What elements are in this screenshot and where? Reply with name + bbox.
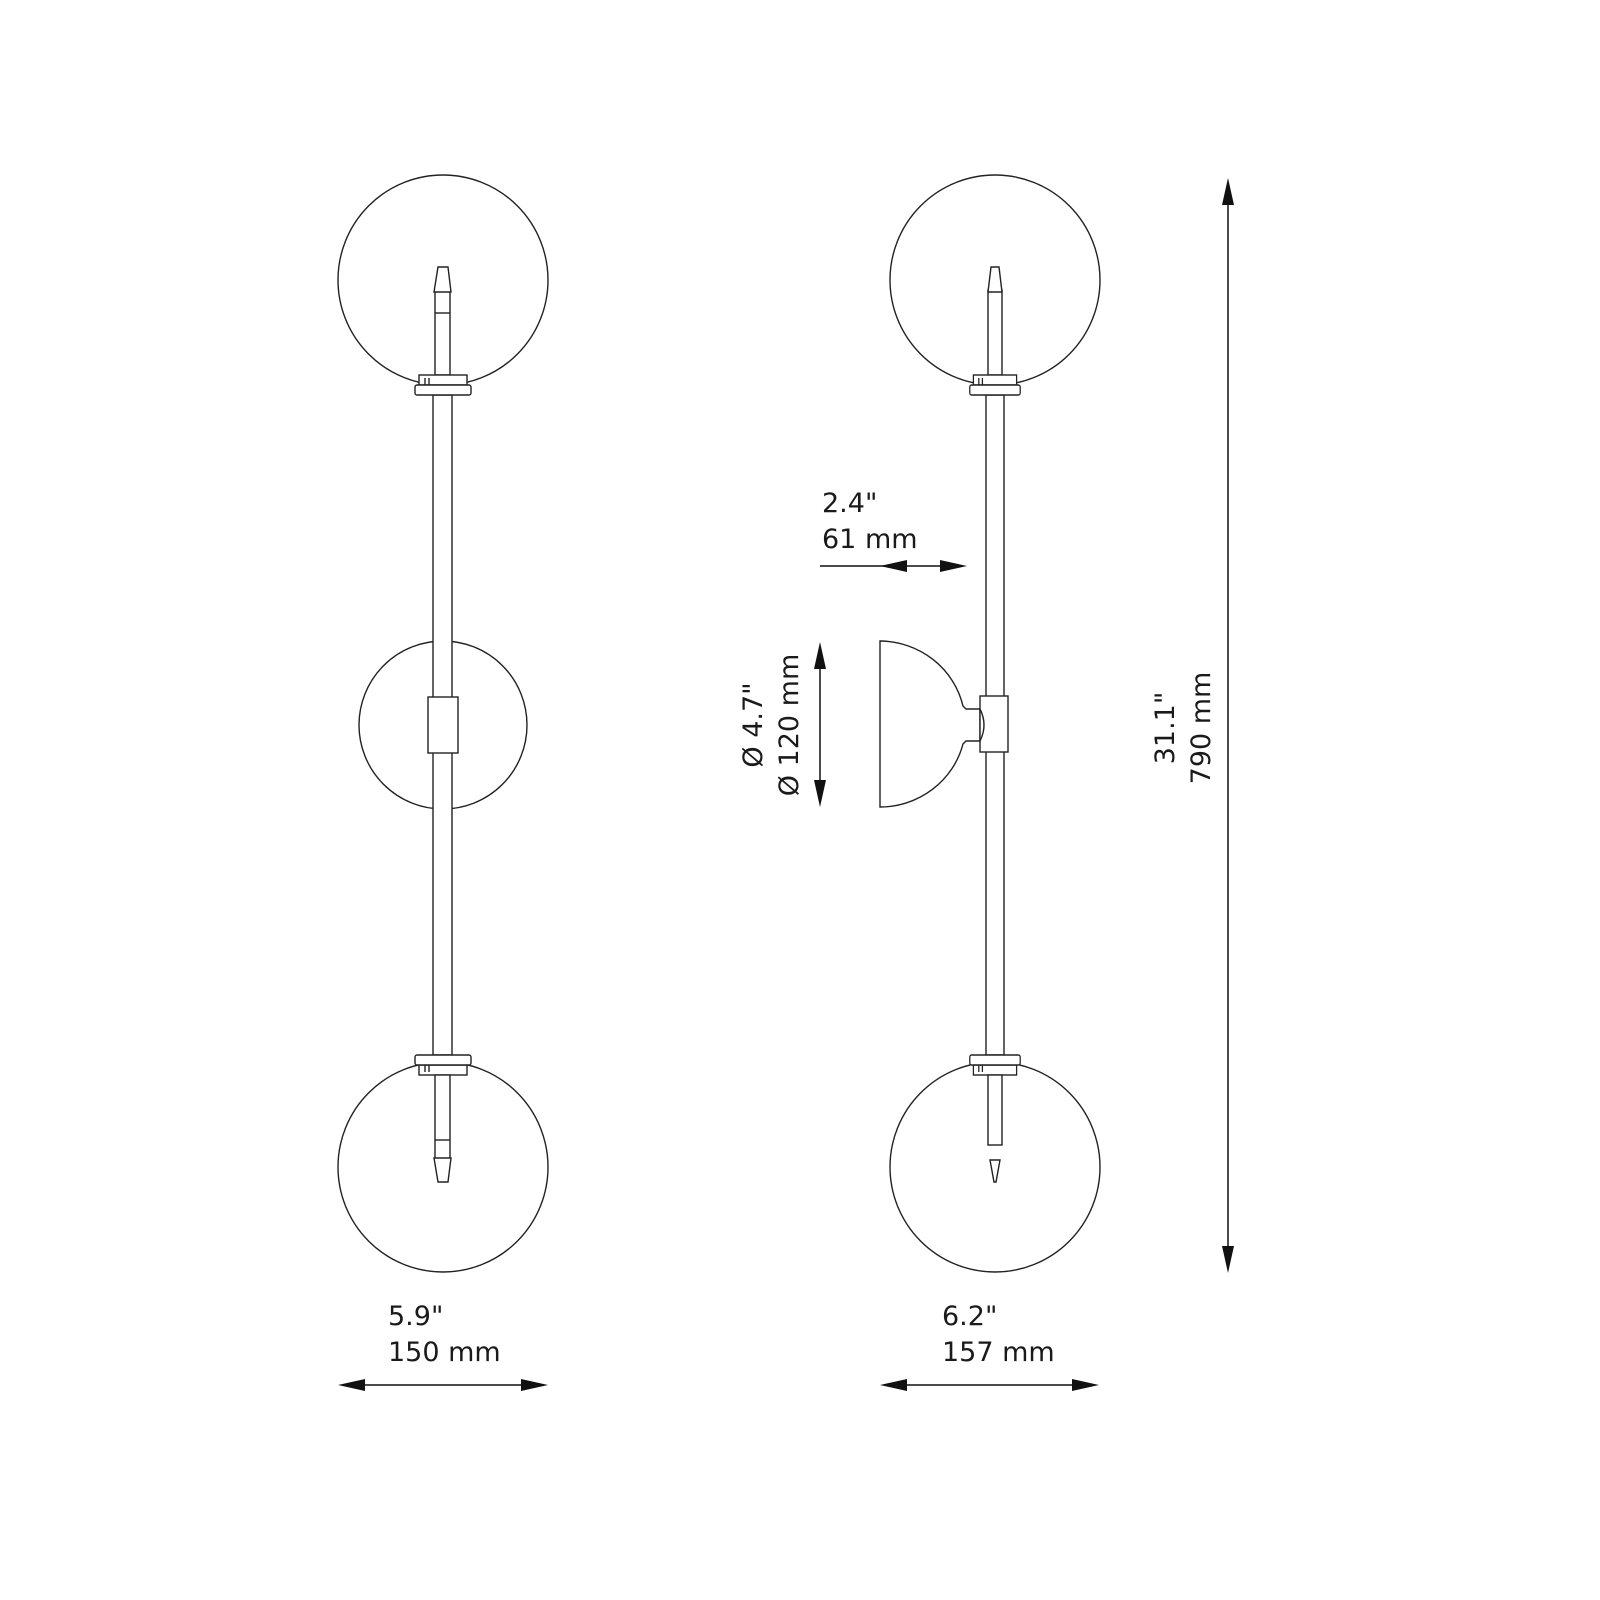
dim-height: 31.1" 790 mm	[1150, 178, 1234, 1273]
bottom-bulb-tip	[433, 1157, 452, 1183]
center-block	[427, 696, 459, 754]
projection-in: 2.4"	[822, 488, 877, 519]
top-bulb-tip	[433, 266, 452, 293]
dim-projection: 2.4" 61 mm	[820, 488, 967, 572]
top-socket	[434, 289, 451, 376]
dim-front-width: 5.9" 150 mm	[338, 1301, 548, 1391]
top-collar	[414, 374, 472, 396]
side-width-mm: 157 mm	[942, 1337, 1055, 1368]
dim-side-width: 6.2" 157 mm	[880, 1301, 1099, 1391]
height-in: 31.1"	[1150, 692, 1181, 765]
canopy-diameter-in: Ø 4.7"	[738, 682, 769, 767]
projection-mm: 61 mm	[822, 524, 918, 555]
dim-canopy-diameter: Ø 4.7" Ø 120 mm	[738, 642, 826, 807]
canopy-hemisphere	[879, 640, 981, 808]
side-width-in: 6.2"	[942, 1301, 997, 1332]
front-view-fixture	[337, 174, 549, 1273]
front-width-in: 5.9"	[388, 1301, 443, 1332]
canopy-diameter-mm: Ø 120 mm	[774, 654, 805, 797]
side-view-fixture	[879, 174, 1101, 1273]
bottom-socket	[434, 1074, 451, 1161]
front-width-mm: 150 mm	[388, 1337, 501, 1368]
height-mm: 790 mm	[1186, 672, 1217, 785]
bottom-collar	[414, 1054, 472, 1076]
